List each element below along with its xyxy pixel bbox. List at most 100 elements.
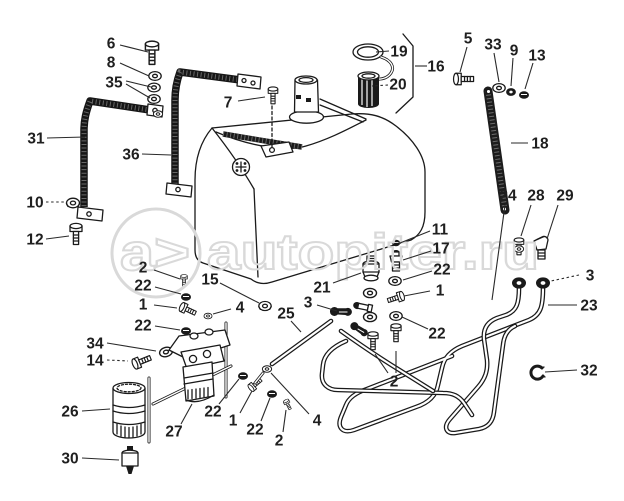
bolt-1b — [177, 301, 198, 319]
callout-18: 18 — [531, 136, 549, 153]
bolt-14 — [130, 352, 154, 371]
callout-19: 19 — [390, 44, 408, 61]
leader-line-2 — [282, 409, 287, 433]
washer-22f — [389, 310, 403, 322]
nut-13 — [518, 90, 530, 100]
leader-line-21 — [332, 272, 362, 284]
washer-strap-hole — [152, 110, 164, 118]
callout-15: 15 — [201, 272, 219, 289]
leader-line-28 — [520, 204, 532, 237]
nut-22e — [266, 389, 278, 399]
leader-line-19 — [375, 50, 390, 53]
washer-35b — [147, 93, 161, 105]
callout-36: 36 — [122, 147, 140, 164]
fuel-filter-cartridge — [112, 381, 146, 439]
mounting-strap-left — [76, 97, 164, 222]
washer-33 — [492, 82, 506, 94]
leader-line-1 — [239, 390, 253, 414]
callout-23: 23 — [580, 298, 598, 315]
nut-22b — [180, 292, 192, 302]
callout-14: 14 — [86, 353, 104, 370]
tank-mounting-plate — [260, 141, 294, 158]
leader-line-15 — [219, 282, 260, 304]
leader-line-2 — [153, 269, 181, 280]
bolt-6 — [144, 40, 160, 66]
callout-33: 33 — [484, 37, 502, 54]
leader-line-13 — [524, 62, 534, 90]
bolt-12 — [69, 222, 83, 246]
callout-29: 29 — [556, 188, 574, 205]
callout-25: 25 — [277, 306, 295, 323]
mounting-strap-center — [165, 68, 262, 198]
leader-line-2 — [374, 353, 389, 374]
callout-10: 10 — [26, 195, 43, 212]
callout-35: 35 — [105, 75, 123, 92]
callout-26: 26 — [61, 404, 79, 421]
leader-line-17 — [402, 250, 432, 261]
leader-line-25 — [290, 320, 302, 333]
callout-12: 12 — [26, 232, 43, 249]
fuel-tank-outline — [194, 113, 426, 285]
callout-9: 9 — [510, 43, 519, 60]
callout-2: 2 — [275, 433, 284, 450]
tank-outlet-fittings — [330, 239, 406, 351]
callout-5: 5 — [464, 31, 473, 48]
leader-line-32 — [544, 369, 578, 373]
bolt-5 — [452, 72, 475, 86]
leader-line-29 — [546, 204, 559, 240]
diagram-drawing — [65, 33, 550, 474]
bracket-16 — [395, 33, 414, 114]
leader-line-36 — [141, 153, 172, 156]
leader-line-30 — [81, 457, 120, 461]
drain-sensor — [121, 446, 139, 474]
leader-line-4 — [270, 372, 310, 415]
leader-line-12 — [45, 235, 70, 240]
callout-22: 22 — [134, 278, 151, 295]
banjo-bolt-1a — [385, 290, 406, 306]
filler-cap — [352, 43, 395, 81]
fitting-17 — [389, 250, 403, 272]
callout-17: 17 — [432, 241, 449, 258]
ring-4b — [261, 365, 273, 373]
leader-line-8 — [119, 62, 150, 77]
leader-line-14 — [106, 359, 129, 362]
callout-1: 1 — [436, 283, 445, 300]
bolt-7 — [267, 86, 279, 105]
callout-11: 11 — [432, 222, 449, 239]
leader-line-26 — [81, 408, 111, 412]
callout-27: 27 — [165, 424, 182, 441]
callout-2: 2 — [390, 374, 399, 391]
strainer — [357, 71, 380, 108]
washer-35a — [147, 82, 161, 93]
washer-9 — [506, 88, 516, 96]
callout-34: 34 — [86, 336, 104, 353]
filler-neck — [288, 75, 325, 124]
leader-line-22 — [401, 316, 429, 330]
bolt-2-left — [367, 331, 379, 351]
leader-line-24 — [491, 204, 506, 301]
leader-line-1 — [153, 304, 178, 309]
callout-3: 3 — [586, 268, 595, 285]
callout-22: 22 — [246, 422, 263, 439]
callout-31: 31 — [27, 131, 45, 148]
elbow-fitting-29 — [533, 235, 549, 260]
callout-4: 4 — [236, 300, 245, 317]
nut-10 — [65, 197, 81, 209]
callout-22: 22 — [428, 326, 445, 343]
leader-line-22 — [218, 378, 240, 405]
callout-22: 22 — [433, 262, 450, 279]
fuel-filter-assembly — [168, 328, 231, 403]
leader-line-4 — [212, 308, 232, 315]
fittings-right — [512, 235, 550, 289]
callout-21: 21 — [313, 280, 331, 297]
leader-line-33 — [493, 52, 500, 83]
tank-emblem — [231, 157, 251, 177]
washer-8 — [148, 70, 162, 82]
leader-line-22 — [260, 397, 271, 422]
callout-16: 16 — [427, 59, 445, 76]
screw-2b — [282, 398, 294, 411]
leader-line-6 — [119, 44, 149, 53]
nut-15 — [258, 300, 272, 312]
fitting-21 — [362, 255, 380, 282]
callout-28: 28 — [527, 188, 545, 205]
